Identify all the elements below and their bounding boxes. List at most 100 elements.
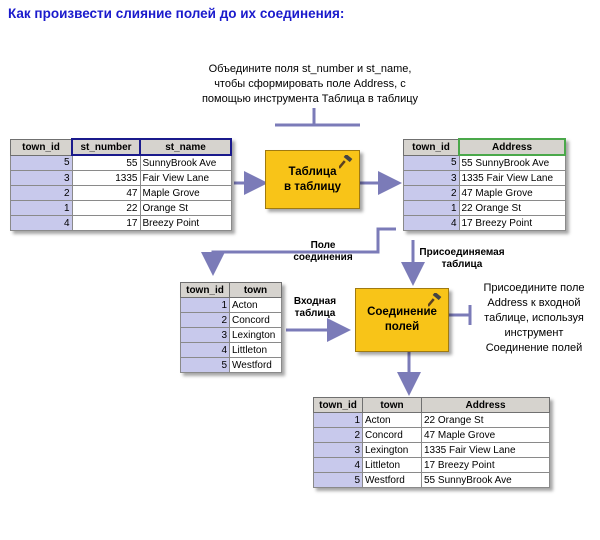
column-header-address: Address [458,138,566,156]
column-header-st-number: st_number [71,138,141,156]
table-cell: Concord [229,312,282,328]
right-note-line: таблице, используя [484,312,584,324]
column-header: Address [421,397,550,413]
tool-label-line: полей [384,321,420,333]
right-note: Присоедините поле Address к входной табл… [474,281,594,356]
table-cell: Orange St [139,200,232,216]
table-cell: 5 [10,154,73,171]
table-cell: 4 [403,215,460,231]
join-field-label-line: Поле [310,240,336,251]
table-cell: 1 [313,412,363,428]
column-header: town [229,282,282,298]
tool-label-line: Таблица [288,165,337,178]
table-cell: 2 [403,185,460,201]
table-cell: Acton [229,297,282,313]
table-cell: 22 Orange St [421,412,550,428]
table-cell: 22 [71,200,141,216]
table-cell: Concord [362,427,422,443]
join-field-label: Поле соединения [283,240,363,264]
table-cell: 4 [180,342,230,358]
join-table-label-line: Присоединяемая [419,247,505,258]
table-cell: SunnyBrook Ave [139,154,232,171]
top-note: Объедините поля st_number и st_name, что… [170,62,450,107]
table-cell: 17 Breezy Point [421,457,550,473]
table-cell: Littleton [362,457,422,473]
right-note-line: инструмент [504,327,564,339]
join-table-label: Присоединяемая таблица [412,247,512,271]
table-cell: 55 SunnyBrook Ave [458,154,566,171]
table-to-table-tool: Таблица в таблицу [265,150,360,209]
input-table-label-line: таблица [294,308,336,319]
join-field-tool: Соединение полей [355,288,449,352]
table-cell: 3 [180,327,230,343]
table-cell: 1 [10,200,73,216]
table-cell: 1335 [71,170,141,186]
table-cell: 3 [10,170,73,186]
top-note-line: Объедините поля st_number и st_name, [208,63,412,75]
join-field-connector [201,227,396,276]
table-cell: 5 [403,154,460,171]
table-cell: 47 Maple Grove [421,427,550,443]
table-cell: 1335 Fair View Lane [458,170,566,186]
table-cell: 17 [71,215,141,231]
table-cell: 1 [180,297,230,313]
table-cell: Fair View Lane [139,170,232,186]
table-cell: 4 [10,215,73,231]
table-cell: 3 [403,170,460,186]
table-cell: 17 Breezy Point [458,215,566,231]
right-note-line: Присоедините поле [483,282,585,294]
table-cell: 47 Maple Grove [458,185,566,201]
input-table-label-line: Входная [293,296,337,307]
column-header: town_id [313,397,363,413]
hammer-icon [428,293,442,307]
page-title: Как произвести слияние полей до их соеди… [8,6,345,21]
table-cell: 2 [180,312,230,328]
table-cell: 5 [313,472,363,488]
table-cell: 5 [180,357,230,373]
tool-label-line: Соединение [367,306,437,318]
table-cell: 47 [71,185,141,201]
right-note-line: Address к входной [487,297,581,309]
table-cell: 2 [10,185,73,201]
right-note-line: Соединение полей [485,342,583,354]
table-cell: 1 [403,200,460,216]
column-header: town [362,397,422,413]
top-note-line: чтобы сформировать поле Address, с [214,78,406,90]
table-cell: Acton [362,412,422,428]
column-header: town_id [180,282,230,298]
column-header: town_id [403,138,460,156]
table-cell: 22 Orange St [458,200,566,216]
join-table-label-line: таблица [441,259,483,270]
table-cell: 4 [313,457,363,473]
top-note-line: помощью инструмента Таблица в таблицу [201,93,419,105]
table-cell: Westford [362,472,422,488]
table-cell: 55 [71,154,141,171]
table-cell: 3 [313,442,363,458]
